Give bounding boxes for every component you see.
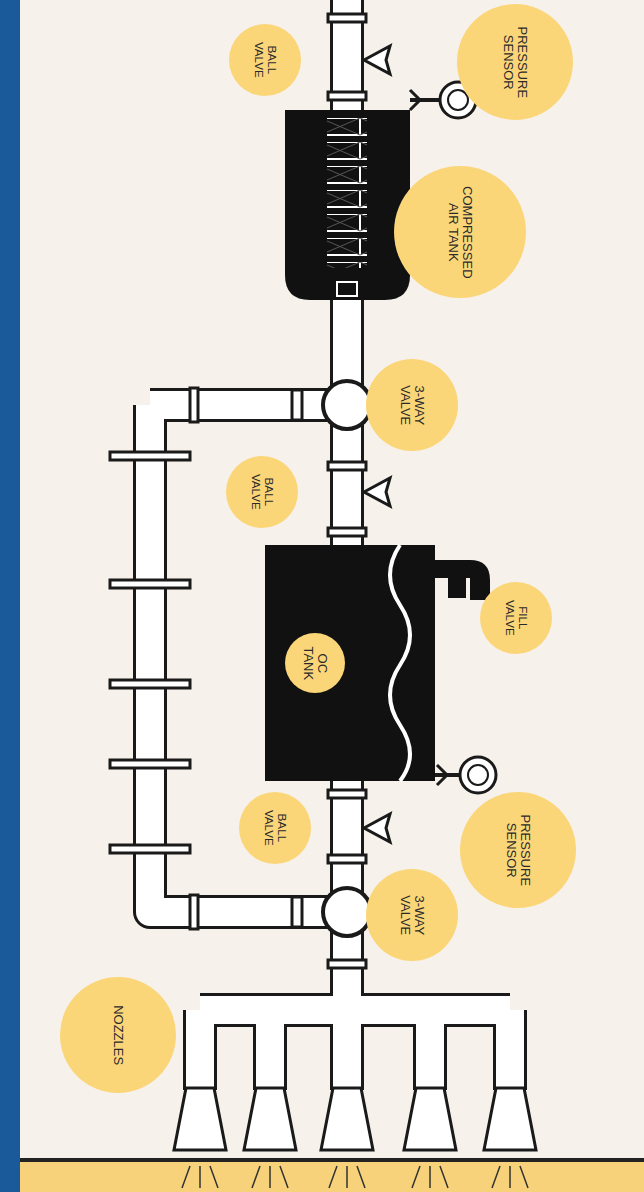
- spray-lines: [182, 1166, 528, 1188]
- ground-band: [20, 1162, 644, 1192]
- label-circle: PRESSURE SENSOR: [457, 4, 573, 120]
- label-circle: OC TANK: [285, 633, 345, 693]
- callout-text: PRESSURE SENSOR: [504, 810, 533, 890]
- label-circle: FILL VALVE: [480, 582, 552, 654]
- callout-text: NOZZLES: [111, 995, 125, 1075]
- label-circle: 3-WAY VALVE: [366, 359, 458, 451]
- label-circle: 3-WAY VALVE: [366, 869, 458, 961]
- pipe-couplings: [110, 14, 366, 968]
- label-circle: NOZZLES: [60, 977, 176, 1093]
- oc-tank: [265, 545, 490, 781]
- side-bar: [0, 0, 20, 1192]
- callout-text: 3-WAY VALVE: [398, 885, 427, 945]
- nozzles: [174, 1088, 536, 1150]
- callout-text: OC TANK: [301, 643, 330, 683]
- callout-text: 3-WAY VALVE: [398, 375, 427, 435]
- callout-text: COMPRESSED AIR TANK: [446, 182, 475, 282]
- callout-text: BALL VALVE: [249, 462, 275, 522]
- callout-text: BALL VALVE: [262, 798, 288, 858]
- callout-text: FILL VALVE: [503, 588, 529, 648]
- callout-text: PRESSURE SENSOR: [501, 22, 530, 102]
- label-circle: BALL VALVE: [226, 456, 298, 528]
- label-circle: BALL VALVE: [239, 792, 311, 864]
- label-circle: PRESSURE SENSOR: [460, 792, 576, 908]
- compressed-air-tank: [285, 110, 410, 300]
- pipes: [150, 0, 510, 1090]
- label-circle: BALL VALVE: [229, 24, 301, 96]
- ground-line: [20, 1158, 644, 1162]
- label-circle: COMPRESSED AIR TANK: [394, 166, 526, 298]
- callout-text: BALL VALVE: [252, 30, 278, 90]
